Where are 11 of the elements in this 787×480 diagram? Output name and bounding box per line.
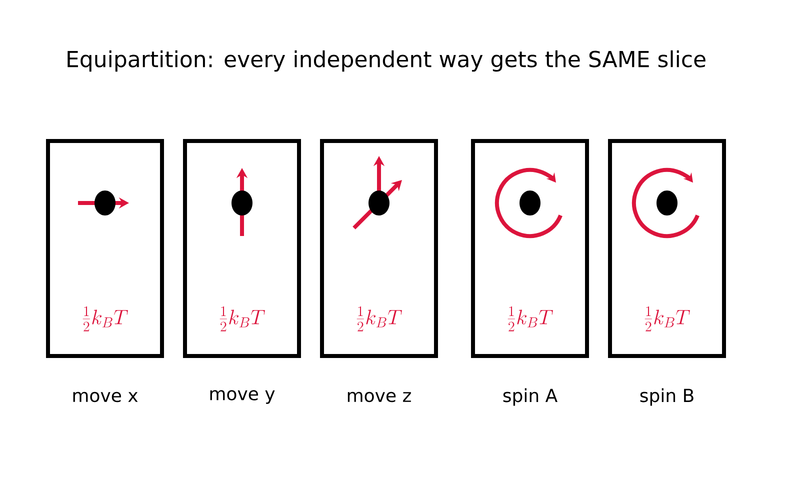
energy-formula: $\frac{1}{2}k_BT$ xyxy=(356,306,402,332)
energy-formula: $\frac{1}{2}k_BT$ xyxy=(508,306,553,332)
box-label: move y xyxy=(210,390,275,404)
box-label: move z xyxy=(348,392,411,402)
energy-formula: $\frac{1}{2}k_BT$ xyxy=(644,306,690,332)
box-label: move x xyxy=(73,392,138,402)
energy-formula: $\frac{1}{2}k_BT$ xyxy=(82,306,128,332)
box-label: spin A xyxy=(503,388,558,406)
title: Equipartition: every independent way gets the SAME slice xyxy=(68,50,706,72)
box-label: spin B xyxy=(640,388,694,406)
energy-formula: $\frac{1}{2}k_BT$ xyxy=(220,306,265,332)
